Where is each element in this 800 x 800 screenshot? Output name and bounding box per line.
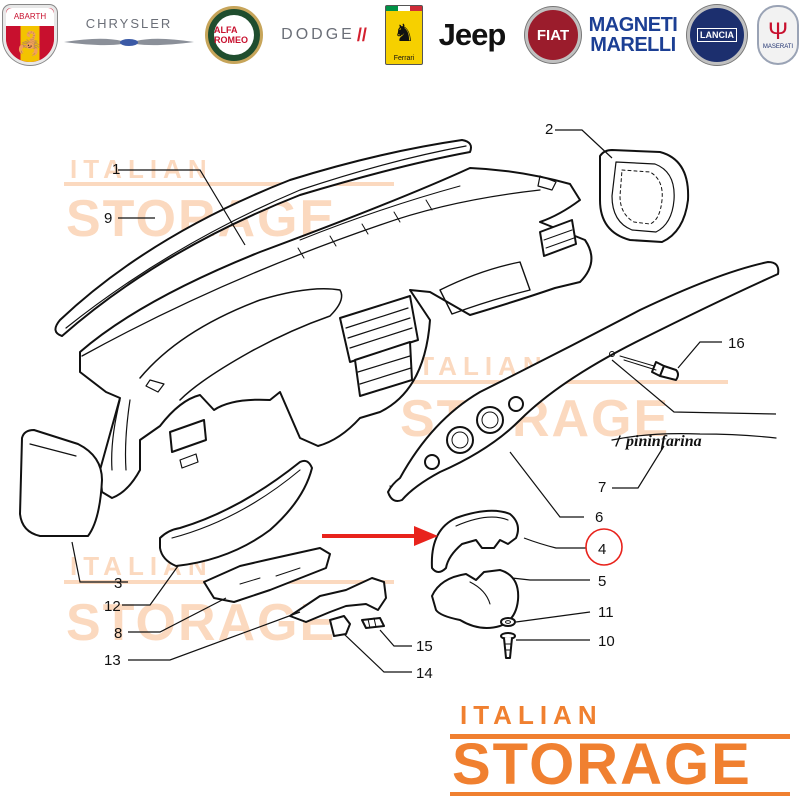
chrysler-logo: CHRYSLER [62,4,196,66]
callout-8: 8 [114,625,122,642]
abarth-wordmark: ABARTH [6,8,54,26]
maserati-logo: Ψ MASERATI [756,4,800,66]
callout-4: 4 [598,541,606,558]
watermark-italian-text: ITALIAN [70,154,213,184]
callout-14: 14 [416,665,433,682]
jeep-wordmark: Jeep [438,17,507,52]
highlight-circle [585,528,623,566]
italian-flag-icon [386,6,422,11]
maserati-wordmark: MASERATI [762,44,794,50]
callout-11: 11 [598,604,614,621]
trident-icon: Ψ [767,18,789,45]
fiat-wordmark: FIAT [536,26,570,44]
ferrari-logo: ♞ Ferrari [384,4,424,66]
watermark-storage-text: STORAGE [66,594,336,652]
callout-10: 10 [598,633,615,650]
chrysler-wordmark: CHRYSLER [85,16,173,31]
part-16-screw [619,355,679,381]
alfa-romeo-logo: ALFA ROMEO [204,4,264,66]
callout-2: 2 [545,121,553,138]
magneti-marelli-logo: MAGNETI MARELLI [588,4,678,66]
part-7-pininfarina-badge [611,433,777,447]
callout-3: 3 [114,575,122,592]
italian-storage-logo: ITALIAN STORAGE [450,700,795,798]
leader-lines [71,129,777,673]
part-6-trim-strip [387,261,780,502]
marelli-wordmark: MARELLI [590,34,676,56]
logo-storage-text: STORAGE [452,732,752,797]
jeep-logo: Jeep [428,4,516,66]
callout-9: 9 [104,210,112,227]
lancia-logo: LANCIA [686,4,748,66]
abarth-logo: ABARTH 🦂 [2,4,58,66]
logo-top-bar [450,734,790,739]
part-11-washer [500,617,516,627]
watermark-bottom-left: ITALIAN STORAGE [64,551,394,652]
part-8-bracket [203,547,331,603]
pininfarina-script: pininfarina [624,433,702,450]
lancia-wordmark: LANCIA [697,28,737,42]
alfa-romeo-emblem: ALFA ROMEO [214,15,254,55]
dodge-logo: DODGE // [270,4,378,66]
callout-1: 1 [112,161,120,178]
part-15-screw [361,617,385,629]
part-9-seal-strip [54,139,472,337]
chrysler-wing-icon [64,38,194,46]
callout-15: 15 [416,638,433,655]
part-10-screw [500,632,516,659]
part-5-steering-cover-lower [431,569,520,629]
callout-16: 16 [728,335,745,352]
logo-bottom-bar [450,792,790,796]
fiat-logo: FIAT [524,4,582,66]
ferrari-wordmark: Ferrari [393,55,415,62]
dodge-stripes-icon: // [356,24,367,45]
callout-7: 7 [598,479,606,496]
brand-logo-strip: ABARTH 🦂 CHRYSLER ALFA ROMEO DODGE // ♞ [0,0,800,70]
callout-13: 13 [104,652,121,669]
part-1-dashboard [79,167,593,499]
part-14-clip [329,615,351,637]
part-3-left-end-cap [19,429,103,537]
part-4-steering-cover-upper [430,509,519,573]
callout-12: 12 [104,598,121,615]
highlight-arrow [322,526,438,546]
callout-6: 6 [595,509,603,526]
part-13-support-bar [289,577,387,623]
logo-italian-text: ITALIAN [460,700,603,730]
dodge-wordmark: DODGE [281,26,355,43]
prancing-horse-icon: ♞ [393,19,415,47]
callout-numbers: 1 2 3 4 5 6 7 8 9 10 11 12 13 14 15 16 [104,121,745,682]
callout-5: 5 [598,573,606,590]
magneti-wordmark: MAGNETI [588,14,678,36]
